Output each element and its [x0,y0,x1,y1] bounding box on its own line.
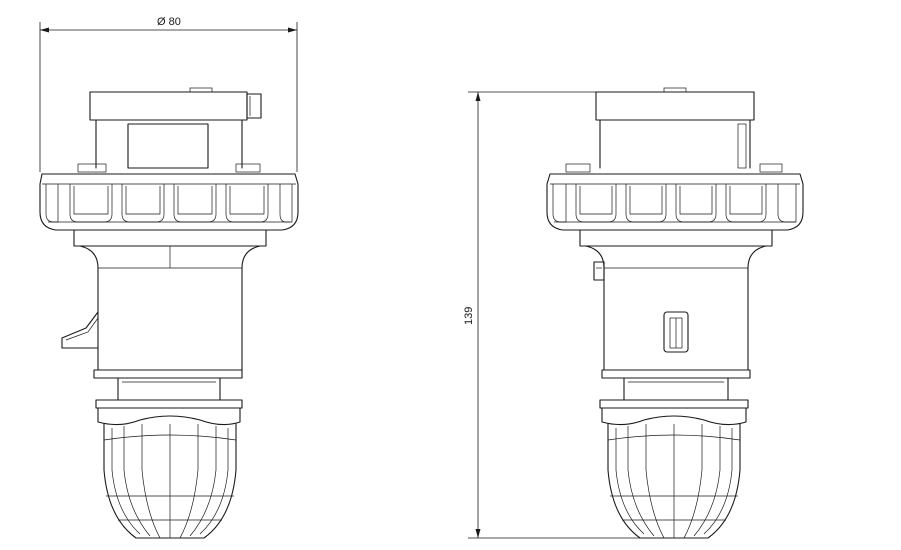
plug-front-view: Ø 80 [39,16,299,539]
plug-side-view: 139 [463,87,804,539]
height-dimension: 139 [463,91,660,539]
diameter-label: Ø 80 [157,16,181,28]
diameter-dimension: Ø 80 [39,16,298,172]
height-label: 139 [463,307,475,325]
